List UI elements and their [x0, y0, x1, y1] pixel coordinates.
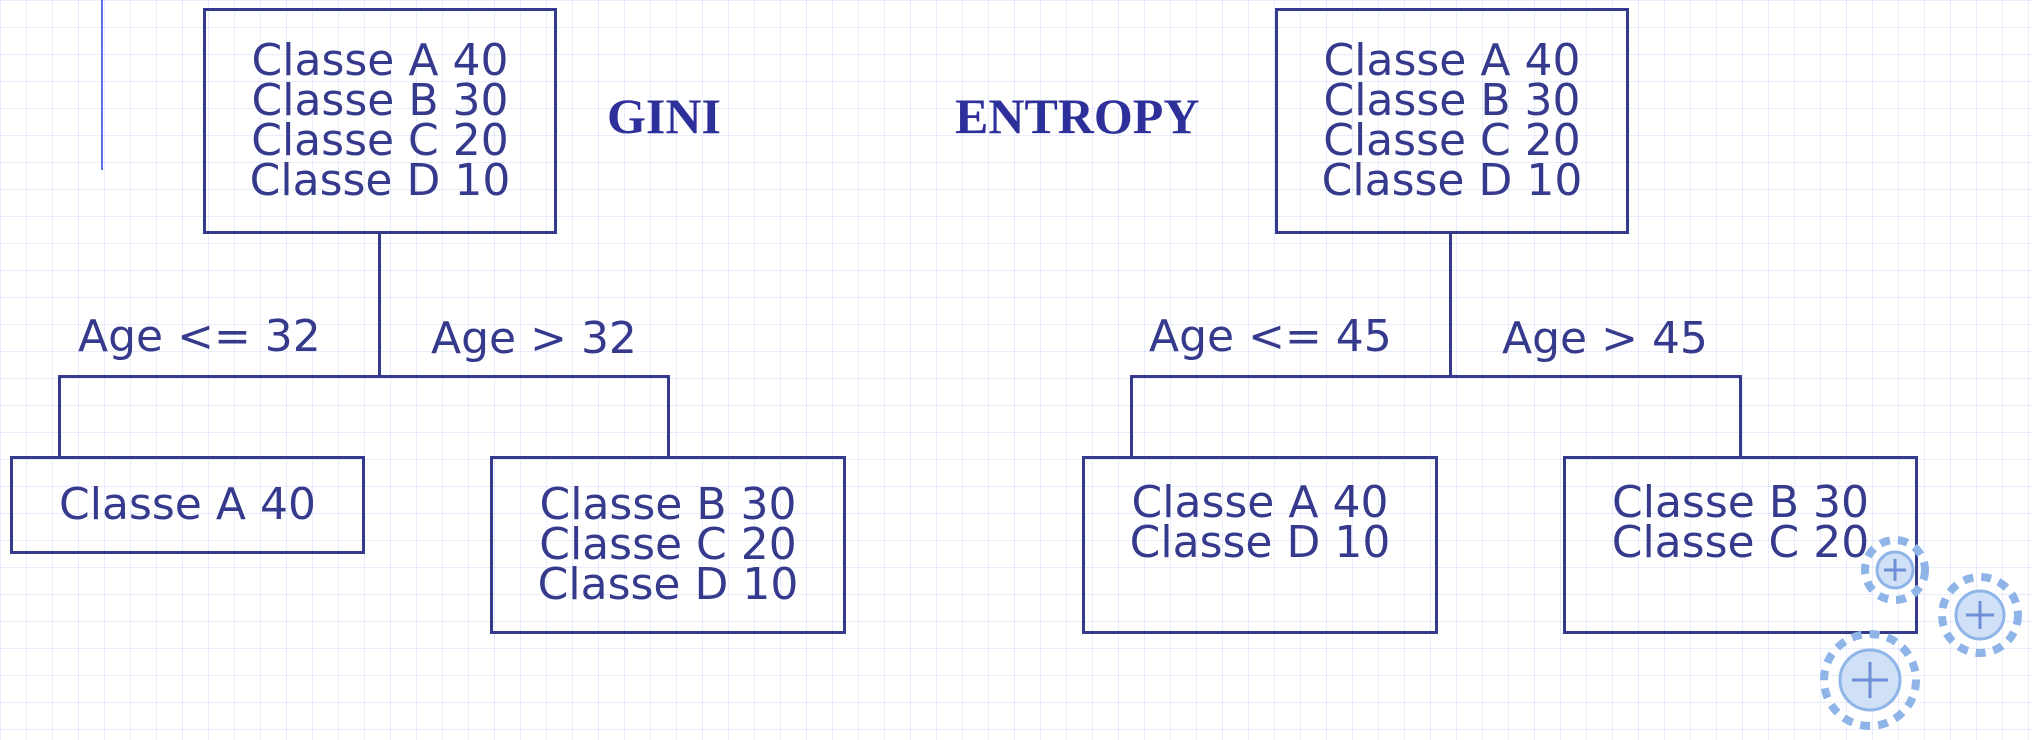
gini-left-leaf-class-a: Classe A 40 [59, 483, 316, 527]
entropy-right-condition: Age > 45 [1502, 314, 1708, 364]
gini-branch-connector [58, 375, 670, 378]
entropy-left-leaf-class-d: Classe D 10 [1130, 523, 1391, 563]
gini-root-class-d: Classe D 10 [250, 161, 511, 201]
decorative-accent-line [101, 0, 103, 170]
gini-left-condition: Age <= 32 [78, 312, 321, 362]
entropy-left-drop-connector [1130, 375, 1133, 457]
gini-stem-connector [378, 232, 381, 377]
gini-right-drop-connector [667, 375, 670, 457]
entropy-right-drop-connector [1739, 375, 1742, 457]
entropy-stem-connector [1449, 232, 1452, 377]
entropy-branch-connector [1130, 375, 1742, 378]
gini-root-node: Classe A 40 Classe B 30 Classe C 20 Clas… [203, 8, 557, 234]
entropy-left-condition: Age <= 45 [1149, 312, 1392, 362]
gini-right-leaf-class-d: Classe D 10 [538, 565, 799, 605]
gini-right-condition: Age > 32 [431, 314, 637, 364]
gini-label: GINI [607, 86, 721, 146]
entropy-left-leaf-node: Classe A 40 Classe D 10 [1082, 456, 1438, 634]
gini-left-leaf-node: Classe A 40 [10, 456, 365, 554]
gear-cluster-icon [1800, 520, 2032, 740]
gini-left-drop-connector [58, 375, 61, 457]
entropy-label: ENTROPY [955, 86, 1199, 146]
gini-right-leaf-node: Classe B 30 Classe C 20 Classe D 10 [490, 456, 846, 634]
entropy-root-class-d: Classe D 10 [1322, 161, 1583, 201]
entropy-root-node: Classe A 40 Classe B 30 Classe C 20 Clas… [1275, 8, 1629, 234]
